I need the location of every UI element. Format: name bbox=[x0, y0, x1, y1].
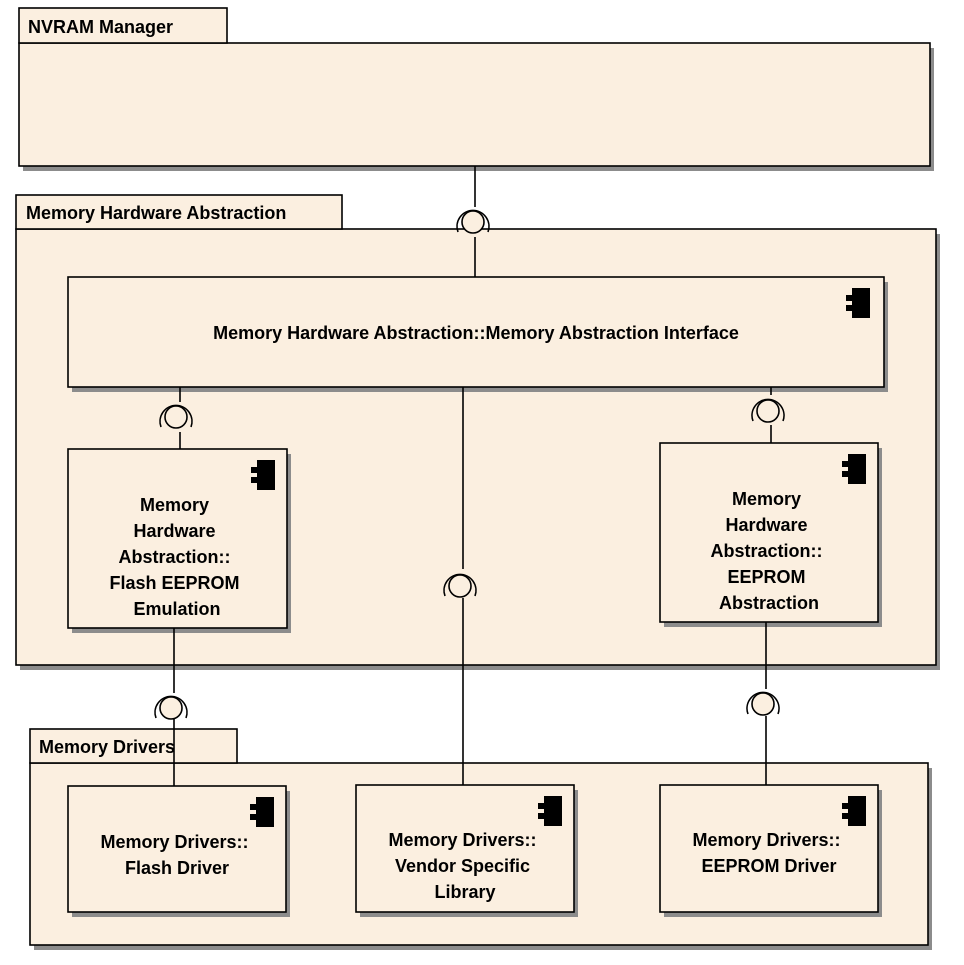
interface-connector-flash-driver bbox=[154, 628, 188, 786]
lollipop-ball-icon bbox=[461, 210, 485, 234]
package-label-memory-drivers: Memory Drivers bbox=[39, 737, 175, 757]
component-eeprom-driver[interactable]: Memory Drivers:: EEPROM Driver bbox=[659, 784, 882, 917]
component-memory-abstraction-interface[interactable]: Memory Hardware Abstraction::Memory Abst… bbox=[67, 276, 888, 392]
socket-icon bbox=[443, 573, 477, 597]
component-label: Memory Drivers:: Vendor Specific Library bbox=[388, 830, 541, 902]
socket-icon bbox=[746, 691, 780, 715]
lollipop-ball-icon bbox=[751, 692, 775, 716]
socket-icon bbox=[159, 404, 193, 428]
socket-icon bbox=[751, 398, 785, 422]
interface-connector-nvram bbox=[456, 166, 490, 277]
interface-connector-vendor-library bbox=[443, 387, 477, 785]
socket-icon bbox=[154, 695, 188, 719]
component-label: Memory Hardware Abstraction:: Flash EEPR… bbox=[109, 495, 244, 619]
package-label-memory-hardware-abstraction: Memory Hardware Abstraction bbox=[26, 203, 286, 223]
lollipop-ball-icon bbox=[448, 574, 472, 598]
package-label-nvram-manager: NVRAM Manager bbox=[28, 17, 173, 37]
interface-connector-eeprom-abstraction bbox=[751, 387, 785, 443]
component-label: Memory Drivers:: Flash Driver bbox=[100, 832, 253, 878]
package-nvram-manager[interactable]: NVRAM Manager bbox=[18, 7, 934, 171]
component-label: Memory Drivers:: EEPROM Driver bbox=[692, 830, 845, 876]
lollipop-ball-icon bbox=[164, 405, 188, 429]
interface-connector-eeprom-driver bbox=[746, 622, 780, 785]
component-vendor-specific-library[interactable]: Memory Drivers:: Vendor Specific Library bbox=[355, 784, 578, 917]
socket-icon bbox=[456, 209, 490, 233]
component-flash-driver[interactable]: Memory Drivers:: Flash Driver bbox=[67, 785, 290, 917]
lollipop-ball-icon bbox=[756, 399, 780, 423]
component-eeprom-abstraction[interactable]: Memory Hardware Abstraction:: EEPROM Abs… bbox=[659, 442, 882, 627]
interface-connector-flash-eeprom-emulation bbox=[159, 387, 193, 449]
component-flash-eeprom-emulation[interactable]: Memory Hardware Abstraction:: Flash EEPR… bbox=[67, 448, 291, 633]
component-label: Memory Hardware Abstraction:: EEPROM Abs… bbox=[710, 489, 827, 613]
component-label: Memory Hardware Abstraction::Memory Abst… bbox=[213, 323, 739, 343]
lollipop-ball-icon bbox=[159, 696, 183, 720]
